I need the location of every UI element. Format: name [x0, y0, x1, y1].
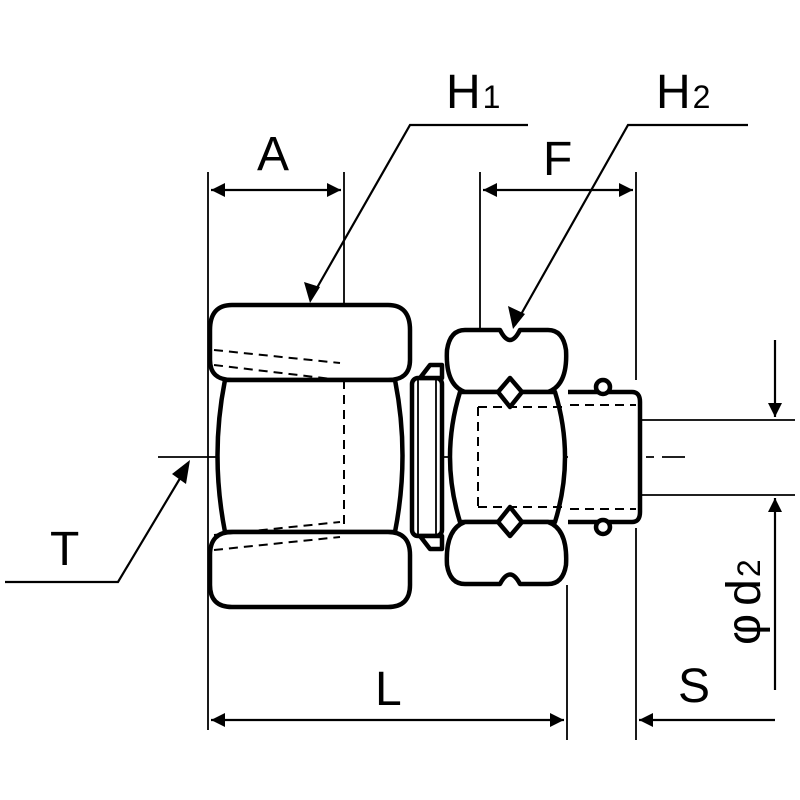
label-h2: H2 [656, 66, 710, 119]
nut-h1 [207, 302, 413, 610]
label-a: A [257, 128, 289, 181]
h2-leader [514, 123, 748, 326]
label-t: T [50, 523, 79, 576]
svg-text:φd2: φd2 [718, 559, 771, 645]
label-l: L [375, 663, 402, 716]
tube-stub [568, 377, 643, 537]
t-leader [5, 464, 189, 584]
nut-h2 [444, 327, 569, 587]
thread-neck [409, 362, 445, 552]
label-f: F [543, 133, 572, 186]
h1-leader [309, 123, 528, 301]
label-s: S [678, 660, 710, 713]
label-phi-d2: φd2 [718, 559, 771, 645]
label-h1: H1 [446, 66, 500, 119]
